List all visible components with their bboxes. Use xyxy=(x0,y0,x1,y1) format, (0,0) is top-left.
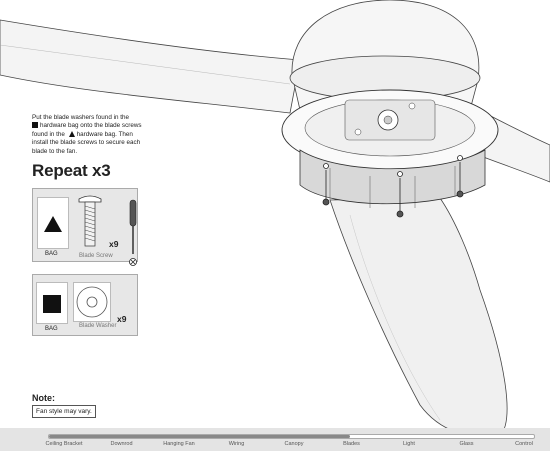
blade-screw-icon xyxy=(78,195,102,247)
screw-quantity: x9 xyxy=(109,239,119,249)
blade-bracket xyxy=(299,149,486,205)
progress-step-ceiling-bracket[interactable]: Ceiling Bracket xyxy=(45,441,83,447)
progress-steps: Ceiling Bracket Downrod Hanging Fan Wiring C… xyxy=(0,441,550,450)
triangle-bag-icon xyxy=(44,216,62,232)
triangle-bag xyxy=(37,197,69,249)
fan-blade-bottom xyxy=(329,197,508,438)
fan-blade-left xyxy=(0,19,301,114)
instruction-part-2: hardware bag onto the blade screws found… xyxy=(32,122,142,138)
instruction-part-1: Put the blade washers found in the xyxy=(32,114,129,121)
square-bag xyxy=(36,282,68,324)
progress-step-canopy[interactable]: Canopy xyxy=(284,441,304,447)
repeat-heading: Repeat x3 xyxy=(32,161,111,180)
progress-step-wiring[interactable]: Wiring xyxy=(228,441,245,447)
washer-box xyxy=(73,282,111,322)
progress-step-light[interactable]: Light xyxy=(403,441,415,447)
washer-quantity: x9 xyxy=(117,314,127,324)
progress-fill xyxy=(49,435,350,438)
bag-label: BAG xyxy=(45,251,58,257)
bag-label: BAG xyxy=(45,326,58,332)
blade-screws xyxy=(322,155,464,218)
progress-step-hanging-fan[interactable]: Hanging Fan xyxy=(163,441,195,447)
progress-step-control[interactable]: Control xyxy=(515,441,533,447)
triangle-bag-icon xyxy=(68,130,75,137)
progress-step-downrod[interactable]: Downrod xyxy=(110,441,133,447)
instruction-part-3: hardware bag. Then install the blade scr… xyxy=(32,130,141,155)
blade-screw-label: Blade Screw xyxy=(79,253,113,259)
instruction-text: Put the blade washers found in the hardw… xyxy=(32,114,144,156)
progress-step-glass[interactable]: Glass xyxy=(459,441,474,447)
blade-washer-label: Blade Washer xyxy=(79,323,117,329)
blade-washer-panel: BAG x9 Blade Washer xyxy=(32,274,138,336)
square-bag-icon xyxy=(43,295,61,313)
progress-bar: Ceiling Bracket Downrod Hanging Fan Wiring C… xyxy=(0,428,550,451)
screwdriver-icon xyxy=(129,199,137,266)
square-bag-icon xyxy=(32,122,38,129)
blade-washer-icon xyxy=(76,286,108,318)
note-heading: Note: xyxy=(32,393,55,403)
progress-step-blades[interactable]: Blades xyxy=(343,441,360,447)
progress-track xyxy=(48,434,535,439)
note-text: Fan style may vary. xyxy=(32,405,96,418)
blade-screw-panel: BAG x9 Blade Screw xyxy=(32,188,138,262)
